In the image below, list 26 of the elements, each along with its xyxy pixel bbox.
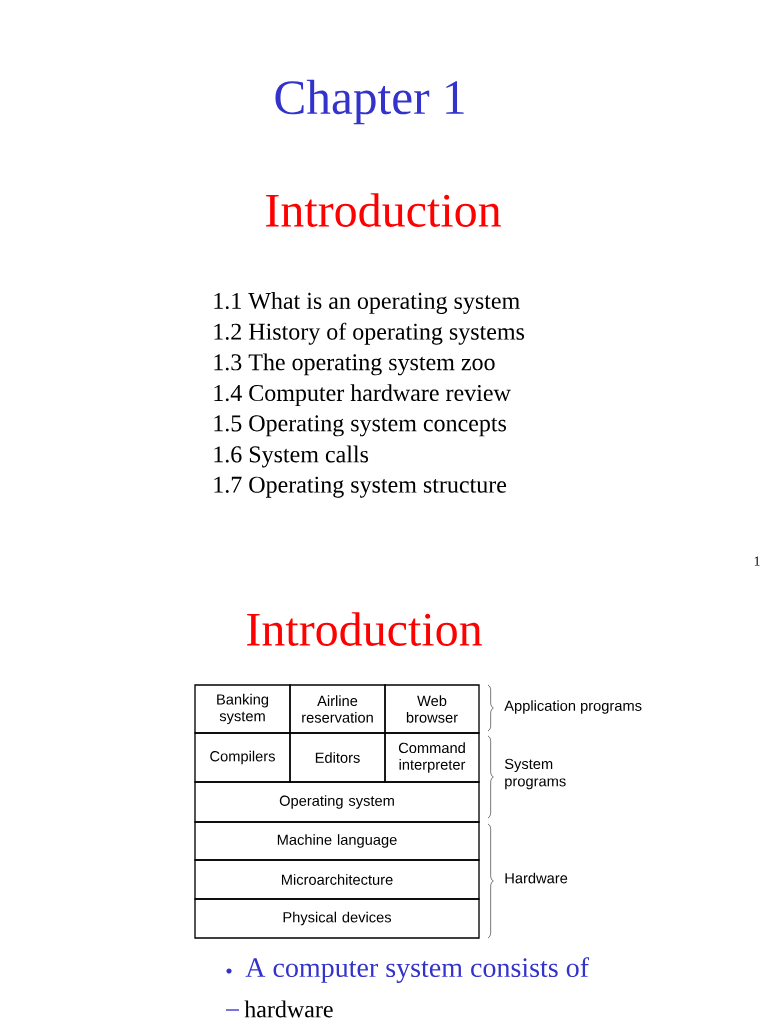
layer-box: Editors xyxy=(289,732,386,783)
brace-label: Hardware xyxy=(505,872,568,884)
brace-label: System programs xyxy=(504,758,566,790)
layer-box: Banking system xyxy=(194,684,291,734)
layer-box: Compilers xyxy=(194,732,291,783)
layer-box: Machine language xyxy=(194,821,480,861)
slide-heading: Introduction xyxy=(266,193,501,227)
bullet-item: A computer system consists of xyxy=(245,957,590,983)
list-item: 1.7 Operating system structure xyxy=(214,476,507,498)
list-item: 1.6 System calls xyxy=(214,445,369,468)
list-item: 1.4 Computer hardware review xyxy=(214,384,511,406)
layer-box: Operating system xyxy=(194,781,480,823)
layer-box: Web browser xyxy=(384,684,480,734)
layer-box: Microarchitecture xyxy=(194,859,480,900)
slide-title: Chapter 1 xyxy=(275,79,464,125)
list-item: 1.1 What is an operating system xyxy=(214,292,520,314)
list-item: 1.2 History of operating systems xyxy=(214,322,525,345)
slide-heading: Introduction xyxy=(247,612,482,646)
list-item: 1.3 The operating system zoo xyxy=(214,353,495,376)
brace-label: Application programs xyxy=(504,700,642,714)
layer-box: Command interpreter xyxy=(384,732,480,783)
page-number: 1 xyxy=(754,556,760,566)
sub-bullet-item: hardware xyxy=(244,1000,333,1018)
list-item: 1.5 Operating system concepts xyxy=(214,415,507,437)
layer-box: Physical devices xyxy=(194,898,480,939)
layer-box: Airline reservation xyxy=(289,684,386,734)
